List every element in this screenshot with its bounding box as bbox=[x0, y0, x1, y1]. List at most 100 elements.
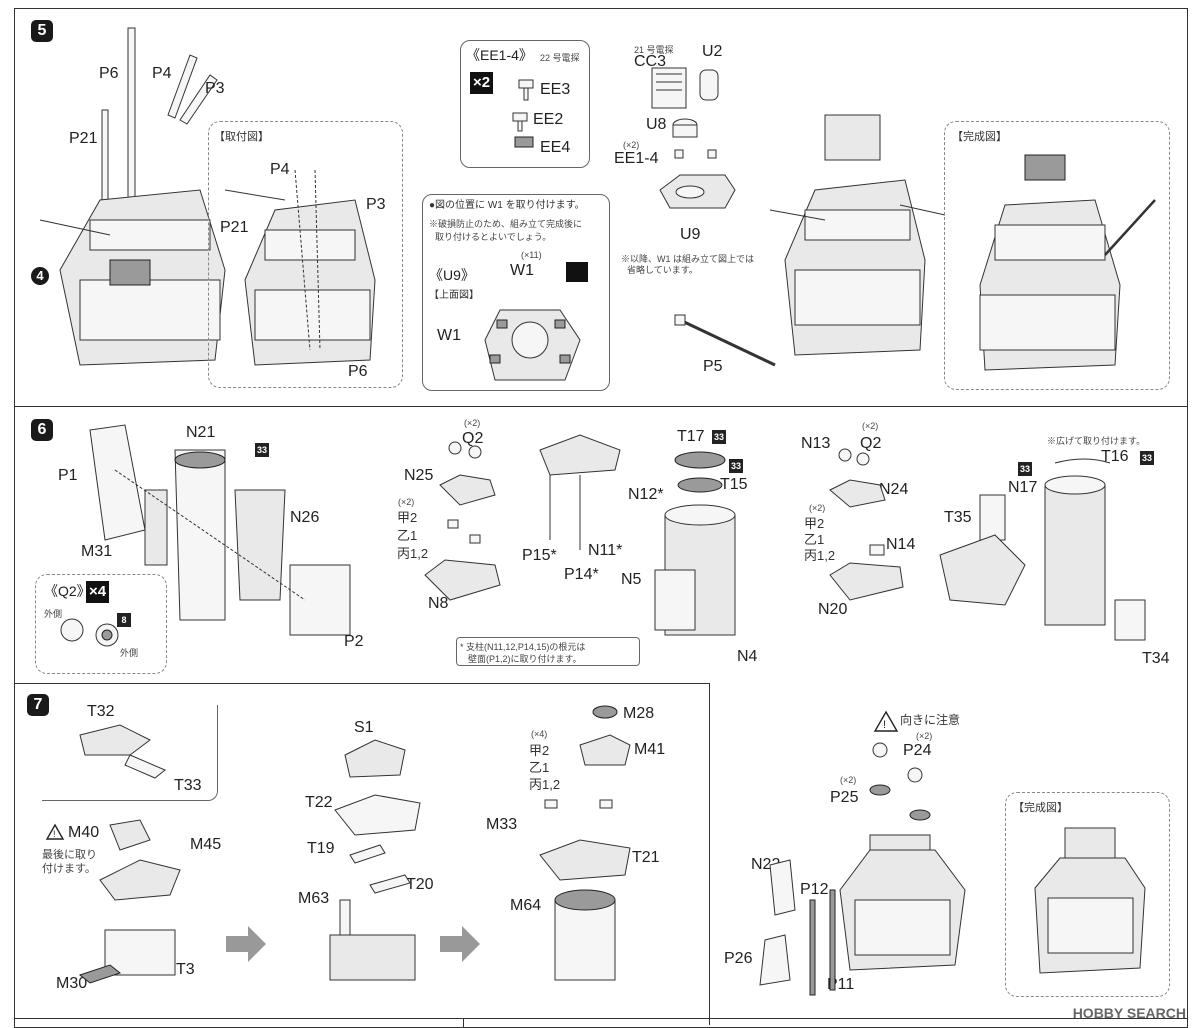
w1-note-box bbox=[422, 194, 610, 391]
label-otsu1-b: 乙1 bbox=[804, 532, 825, 547]
label-n17: N17 bbox=[1008, 479, 1038, 496]
label-p14: P14* bbox=[564, 566, 599, 583]
label-t22: T22 bbox=[305, 794, 333, 811]
label-t16: T16 bbox=[1101, 448, 1129, 465]
label-n4: N4 bbox=[737, 648, 758, 665]
label-hei12: 丙1,2 bbox=[397, 546, 429, 561]
arrow-right-icon bbox=[226, 926, 266, 962]
ee14-title: 《EE1-4》 bbox=[466, 47, 533, 63]
step-5-badge: 5 bbox=[31, 20, 53, 42]
label-m64: M64 bbox=[510, 897, 542, 914]
svg-text:!: ! bbox=[53, 829, 56, 839]
q2-title: 《Q2》 bbox=[44, 583, 91, 599]
divider-bottom-tick bbox=[463, 1018, 464, 1028]
warning-icon: ! bbox=[45, 823, 65, 840]
label-n12: N12* bbox=[628, 486, 664, 503]
ee14-multiplier: ×2 bbox=[470, 72, 494, 94]
u9-top-drawing bbox=[484, 309, 581, 381]
label-m63: M63 bbox=[298, 890, 330, 907]
label-m31: M31 bbox=[81, 543, 113, 560]
label-t17: T17 bbox=[677, 428, 705, 445]
label-u2: U2 bbox=[702, 43, 723, 60]
divider-5-6 bbox=[14, 406, 1188, 407]
label-p26: P26 bbox=[724, 950, 753, 967]
label-ee4: EE4 bbox=[540, 139, 571, 156]
ref-badge-33a: 33 bbox=[255, 443, 269, 457]
label-t20: T20 bbox=[406, 876, 434, 893]
label-hei12-c: 丙1,2 bbox=[529, 777, 561, 792]
complete-figure-box bbox=[944, 121, 1170, 390]
label-p3: P3 bbox=[205, 80, 225, 97]
m40-note2: 付けます。 bbox=[42, 863, 96, 875]
label-m33: M33 bbox=[486, 816, 518, 833]
label-cc3: CC3 bbox=[634, 53, 667, 70]
label-n21: N21 bbox=[186, 424, 216, 441]
t32-t33-drawing bbox=[79, 724, 166, 779]
bridge-main-drawing bbox=[769, 114, 946, 356]
install-diagram-title: 【取付図】 bbox=[214, 131, 269, 143]
ee14-subassembly-box bbox=[460, 40, 590, 168]
divider-6-7 bbox=[14, 683, 710, 684]
complete-figure-box-2 bbox=[1005, 792, 1170, 997]
tool-icon bbox=[566, 262, 588, 282]
t21-assembly-drawing bbox=[539, 705, 631, 981]
label-kou2: 甲2 bbox=[397, 510, 418, 525]
w1-note-line1: ●図の位置に W1 を取り付けます。 bbox=[429, 200, 585, 211]
q2b-count: (×2) bbox=[862, 421, 879, 431]
u9-title: 《U9》 bbox=[429, 267, 475, 283]
label-n11: N11* bbox=[588, 542, 623, 559]
label-t33: T33 bbox=[174, 777, 202, 794]
w1-note-line3: 取り付けるとよいでしょう。 bbox=[435, 232, 552, 242]
q2-multiplier: ×4 bbox=[86, 581, 110, 603]
label-otsu1-c: 乙1 bbox=[529, 760, 550, 775]
label-t19: T19 bbox=[307, 840, 335, 857]
install-label-p21: P21 bbox=[220, 219, 249, 236]
ref-badge-33e: 33 bbox=[1018, 462, 1032, 476]
label-q2a: Q2 bbox=[462, 430, 484, 447]
complete-figure-title: 【完成図】 bbox=[952, 131, 1007, 143]
label-p6: P6 bbox=[99, 65, 119, 82]
cc3-note: 21 号電探 bbox=[634, 45, 674, 55]
divider-bottom bbox=[14, 1018, 1188, 1019]
w1-count: (×11) bbox=[521, 250, 542, 260]
label-kou2-b: 甲2 bbox=[804, 516, 825, 531]
label-p12: P12 bbox=[800, 881, 829, 898]
label-m40: M40 bbox=[68, 824, 100, 841]
label-n8: N8 bbox=[428, 595, 449, 612]
n8-assembly-drawing bbox=[424, 441, 501, 601]
label-m41: M41 bbox=[634, 741, 666, 758]
label-otsu1: 乙1 bbox=[397, 528, 418, 543]
label-t34: T34 bbox=[1142, 650, 1170, 667]
install-drawing bbox=[224, 169, 376, 366]
label-p25: P25 bbox=[830, 789, 859, 806]
strut-note-box bbox=[456, 637, 640, 666]
label-m30: M30 bbox=[56, 975, 88, 992]
label-hei12-b: 丙1,2 bbox=[804, 548, 836, 563]
m40-note1: 最後に取り bbox=[42, 849, 97, 861]
label-w1: W1 bbox=[510, 262, 534, 279]
strut-note1: * 支柱(N11,12,P14,15)の根元は bbox=[460, 642, 586, 652]
s1-assembly-drawing bbox=[329, 739, 421, 981]
label-w1-top: W1 bbox=[437, 327, 461, 344]
p5-part-drawing bbox=[674, 314, 776, 367]
label-t21: T21 bbox=[632, 849, 660, 866]
step6-wall-assembly bbox=[89, 424, 351, 636]
ref-badge-33c: 33 bbox=[729, 459, 743, 473]
label-p21: P21 bbox=[69, 130, 98, 147]
q2-outer-label1: 外側 bbox=[44, 609, 63, 619]
complete-figure-title-2: 【完成図】 bbox=[1013, 802, 1068, 814]
t32-callout-box bbox=[42, 705, 218, 801]
label-m28: M28 bbox=[623, 705, 655, 722]
arrow-right-icon-2 bbox=[440, 926, 480, 962]
n5-assembly-drawing bbox=[539, 434, 736, 636]
install-label-p6: P6 bbox=[348, 363, 368, 380]
label-n25: N25 bbox=[404, 467, 434, 484]
radar-assembly-drawing bbox=[651, 67, 736, 209]
label-n26: N26 bbox=[290, 509, 320, 526]
t3-assembly-drawing bbox=[78, 819, 181, 984]
complete-drawing bbox=[979, 154, 1156, 371]
label-t32: T32 bbox=[87, 703, 115, 720]
w1-note-line2: ※破損防止のため、組み立て完成後に bbox=[429, 219, 583, 229]
label-ee14: EE1-4 bbox=[614, 150, 659, 167]
label-s1: S1 bbox=[354, 719, 374, 736]
